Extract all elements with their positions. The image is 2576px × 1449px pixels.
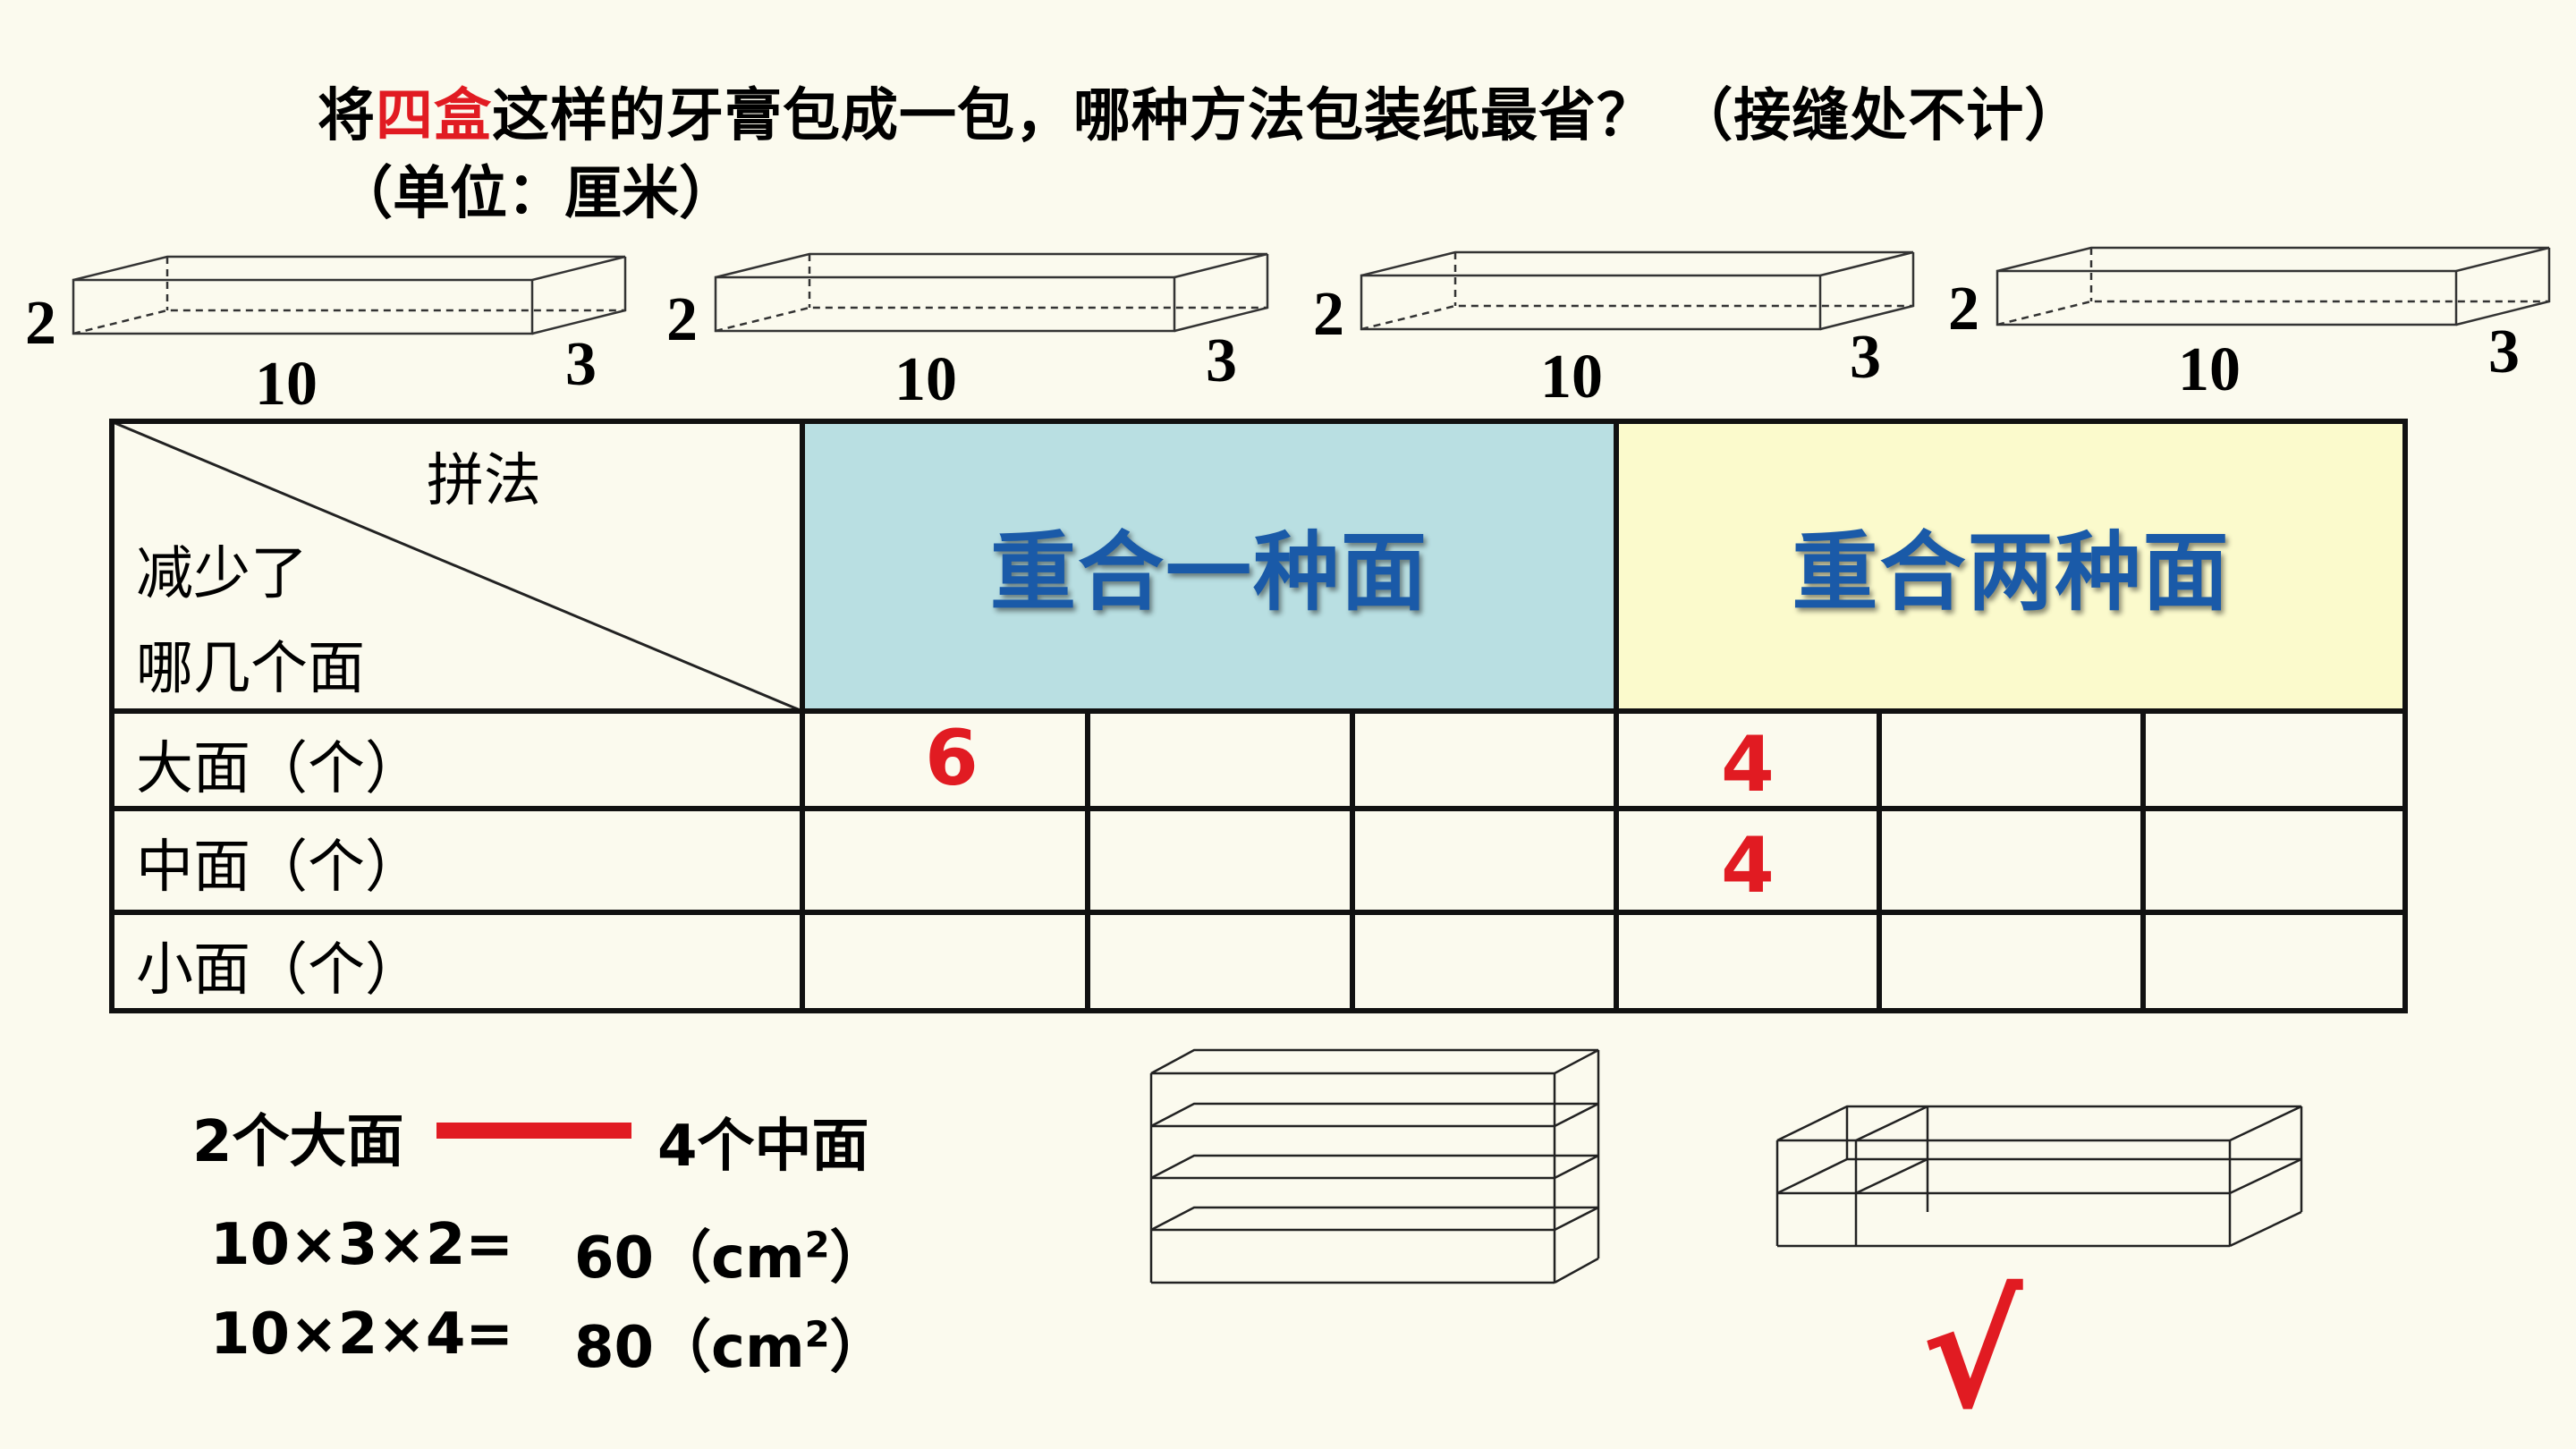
highlight-text: 四盒 xyxy=(376,83,492,149)
box-length-label: 10 xyxy=(255,350,318,419)
stacked-boxes-2x2 xyxy=(1775,1105,2303,1248)
row-label-large-face: 大面（个） xyxy=(136,736,422,802)
box-width-label: 3 xyxy=(2488,318,2520,386)
header-two-bg xyxy=(1616,420,2406,711)
diagonal-bottom-label-1: 减少了 xyxy=(136,541,308,607)
correct-checkmark: √ xyxy=(1921,1266,2023,1443)
comparison-table: 拼法 减少了 哪几个面 重合一种面 重合两种面 大面（个） 中面（个） 小面（个… xyxy=(109,419,2408,1013)
unit-label: （单位：厘米） xyxy=(335,161,736,227)
calc2-expression: 10×2×4= xyxy=(210,1301,513,1368)
calc2-result: 80（cm2） xyxy=(574,1314,887,1381)
row-label-medium-face: 中面（个） xyxy=(136,835,422,901)
equivalence-bar xyxy=(436,1123,631,1139)
calc1-result: 60（cm2） xyxy=(574,1224,887,1292)
calc1-expression: 10×3×2= xyxy=(210,1212,513,1278)
diagonal-bottom-label-2: 哪几个面 xyxy=(136,636,365,702)
box-height-label: 2 xyxy=(666,285,698,354)
box-height-label: 2 xyxy=(25,289,56,358)
box-length-label: 10 xyxy=(1540,343,1603,411)
box-width-label: 3 xyxy=(1850,323,1881,392)
header-one-bg xyxy=(802,420,1616,711)
header-overlap-one-face: 重合一种面 xyxy=(990,522,1428,623)
stacked-boxes-vertical xyxy=(1149,1048,1600,1284)
cell-medium-face-method4: 4 xyxy=(1721,821,1775,911)
equivalence-left: 2个大面 xyxy=(192,1109,404,1175)
cell-large-face-method1: 6 xyxy=(925,714,979,803)
box-length-label: 10 xyxy=(2178,335,2241,404)
box-height-label: 2 xyxy=(1948,275,1979,343)
box-height-label: 2 xyxy=(1313,280,1344,349)
question-text: 将四盒这样的牙膏包成一包，哪种方法包装纸最省？ （接缝处不计） xyxy=(318,83,2083,149)
box-outline xyxy=(1996,246,2551,326)
box-length-label: 10 xyxy=(894,345,957,414)
box-outline xyxy=(714,252,1269,333)
table-grid xyxy=(109,419,2408,1013)
diagonal-top-label: 拼法 xyxy=(427,448,541,514)
row-label-small-face: 小面（个） xyxy=(136,937,422,1004)
box-outline xyxy=(1360,250,1915,331)
equivalence-right: 4个中面 xyxy=(657,1114,869,1180)
box-width-label: 3 xyxy=(1206,326,1237,395)
cell-large-face-method4: 4 xyxy=(1721,720,1775,809)
header-overlap-two-faces: 重合两种面 xyxy=(1792,522,2231,623)
box-outline xyxy=(72,255,627,335)
box-width-label: 3 xyxy=(565,330,597,399)
